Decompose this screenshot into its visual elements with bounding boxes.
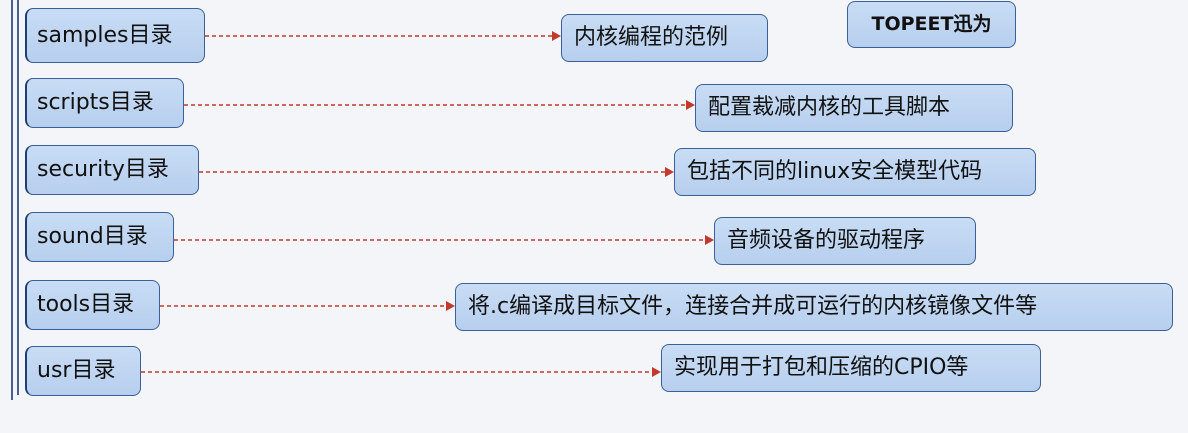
directory-box-security: security目录 — [25, 145, 199, 195]
arrow-head-usr — [652, 367, 661, 377]
description-box-tools: 将.c编译成目标文件，连接合并成可运行的内核镜像文件等 — [455, 283, 1173, 331]
description-box-usr: 实现用于打包和压缩的CPIO等 — [661, 344, 1041, 392]
directory-box-scripts: scripts目录 — [25, 78, 184, 128]
arrow-head-security — [665, 167, 674, 177]
description-box-samples: 内核编程的范例 — [561, 14, 768, 62]
arrow-head-scripts — [686, 100, 695, 110]
arrow-head-sound — [705, 235, 714, 245]
directory-box-samples: samples目录 — [25, 8, 205, 63]
description-box-sound: 音频设备的驱动程序 — [714, 217, 976, 265]
arrow-head-tools — [446, 301, 455, 311]
directory-box-sound: sound目录 — [25, 212, 174, 262]
arrow-head-samples — [552, 31, 561, 41]
directory-box-tools: tools目录 — [25, 280, 160, 330]
description-box-security: 包括不同的linux安全模型代码 — [674, 148, 1036, 196]
directory-box-usr: usr目录 — [25, 346, 141, 396]
brand-label: TOPEET迅为 — [847, 1, 1016, 48]
description-box-scripts: 配置裁减内核的工具脚本 — [695, 84, 1013, 132]
